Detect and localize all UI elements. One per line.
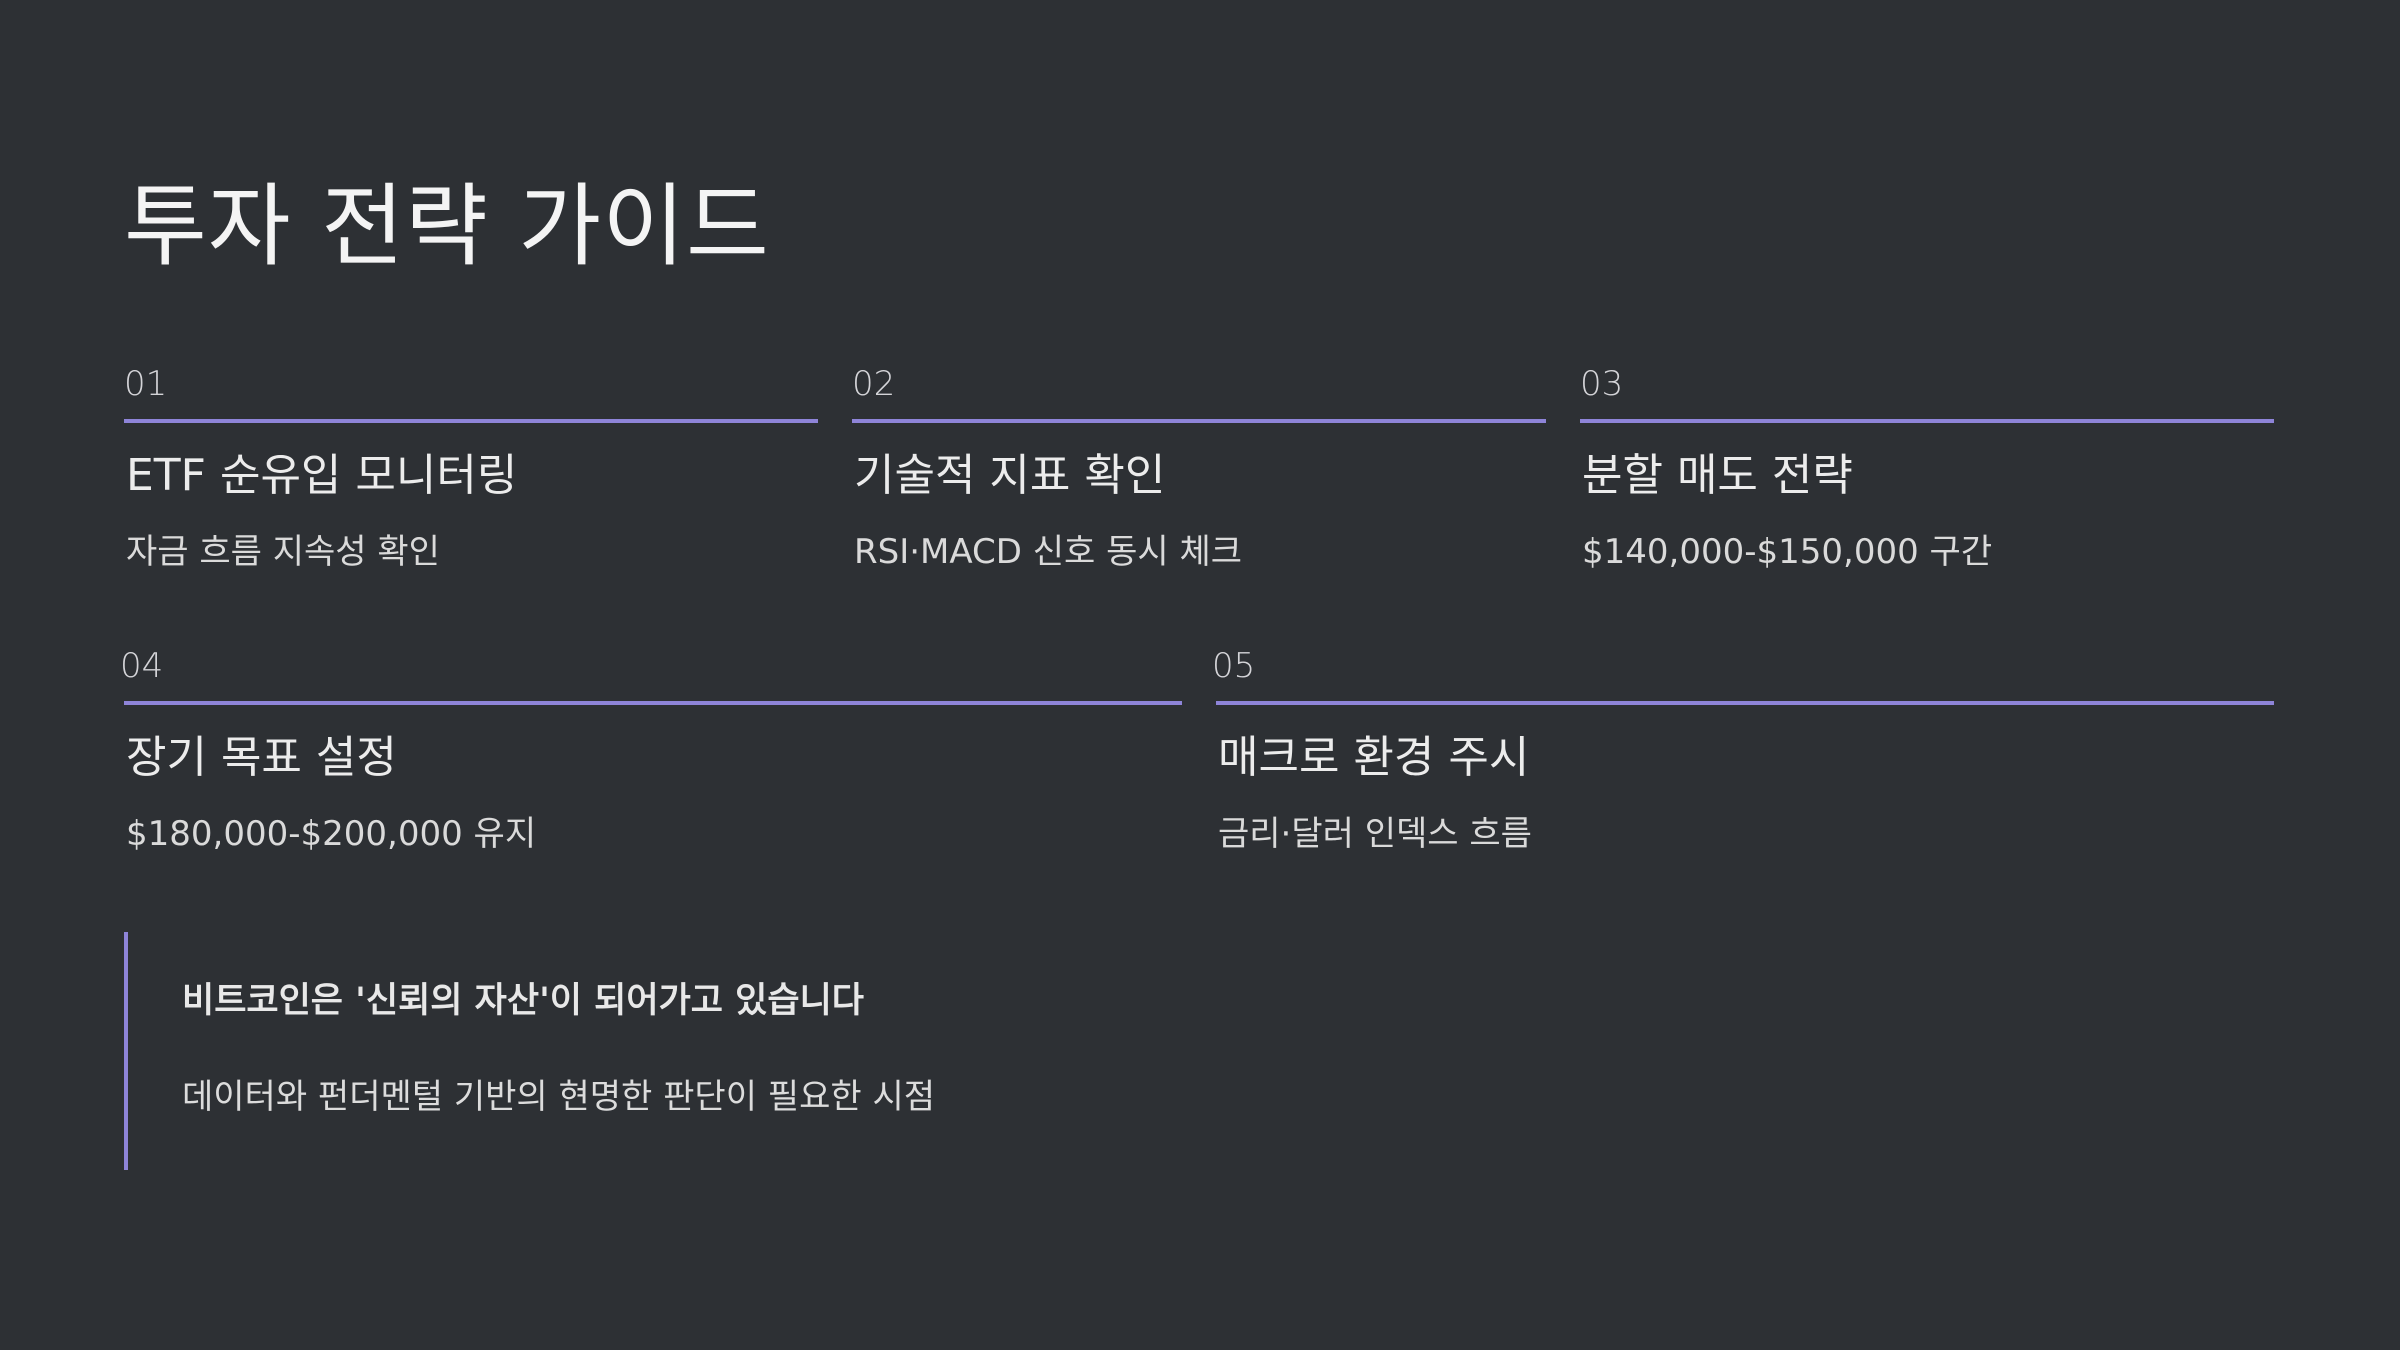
step-description: 금리·달러 인덱스 흐름	[1218, 814, 1532, 854]
step-card-2: 02 기술적 지표 확인 RSI·MACD 신호 동시 체크	[852, 362, 1546, 582]
divider	[124, 419, 818, 423]
step-heading: 장기 목표 설정	[126, 732, 397, 783]
step-description: $140,000-$150,000 구간	[1582, 532, 1993, 572]
step-card-3: 03 분할 매도 전략 $140,000-$150,000 구간	[1580, 362, 2274, 582]
step-number: 05	[1212, 646, 1256, 686]
step-card-1: 01 ETF 순유입 모니터링 자금 흐름 지속성 확인	[124, 362, 818, 582]
divider	[1580, 419, 2274, 423]
callout-body: 데이터와 펀더멘털 기반의 현명한 판단이 필요한 시점	[182, 1077, 936, 1117]
step-description: 자금 흐름 지속성 확인	[126, 532, 440, 572]
callout-quote: 비트코인은 '신뢰의 자산'이 되어가고 있습니다 데이터와 펀더멘털 기반의 …	[124, 932, 1328, 1170]
step-heading: 기술적 지표 확인	[854, 450, 1166, 501]
step-number: 01	[124, 364, 168, 404]
step-description: $180,000-$200,000 유지	[126, 814, 537, 854]
page-title: 투자 전략 가이드	[124, 174, 770, 279]
step-number: 03	[1580, 364, 1624, 404]
step-heading: 분할 매도 전략	[1582, 450, 1853, 501]
step-card-5: 05 매크로 환경 주시 금리·달러 인덱스 흐름	[1212, 644, 2274, 864]
callout-title: 비트코인은 '신뢰의 자산'이 되어가고 있습니다	[182, 981, 864, 1021]
divider	[852, 419, 1546, 423]
step-heading: ETF 순유입 모니터링	[126, 450, 518, 501]
step-card-4: 04 장기 목표 설정 $180,000-$200,000 유지	[120, 644, 1182, 864]
divider	[1216, 701, 2274, 705]
divider	[124, 701, 1182, 705]
step-number: 02	[852, 364, 896, 404]
step-description: RSI·MACD 신호 동시 체크	[854, 532, 1243, 572]
step-number: 04	[120, 646, 164, 686]
step-heading: 매크로 환경 주시	[1218, 732, 1530, 783]
